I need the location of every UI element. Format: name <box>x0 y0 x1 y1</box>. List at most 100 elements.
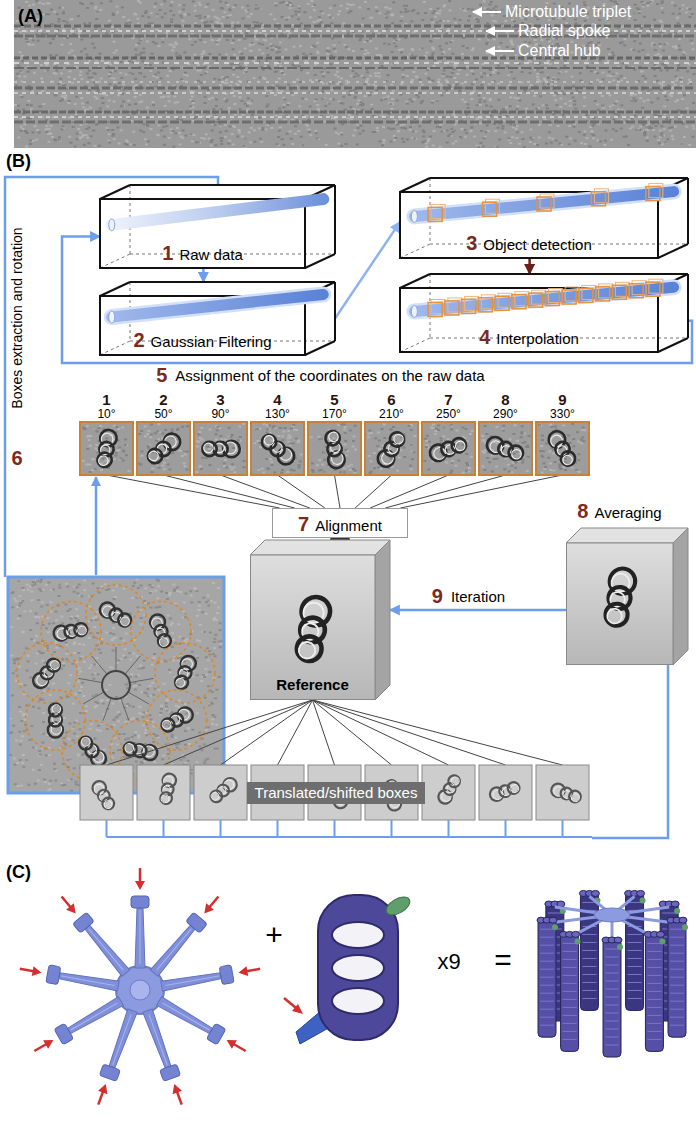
tubule-highlight <box>440 790 453 803</box>
subtomogram-image <box>365 422 418 475</box>
tubule <box>148 612 167 631</box>
label-row: 1Raw data <box>100 242 305 264</box>
extraction-arrow <box>95 477 98 575</box>
shifted-box <box>536 765 589 820</box>
red-arrow-head <box>66 903 79 916</box>
angle-label: 90° <box>211 407 229 421</box>
triplet-column <box>537 917 558 1037</box>
step-label: Alignment <box>315 517 382 535</box>
bracket-line <box>107 836 593 838</box>
column-body <box>645 933 663 1051</box>
column-top <box>679 917 687 923</box>
red-arrow-shaft <box>20 969 34 971</box>
column-body <box>561 933 579 1051</box>
tubule-highlight <box>552 785 564 797</box>
triplet-wall <box>318 895 398 1040</box>
filament-glow <box>414 287 673 311</box>
microtubule-stripe <box>14 121 696 124</box>
extraction-circle <box>86 585 146 645</box>
connector <box>370 475 448 508</box>
subtomogram-box: 4130° <box>251 392 304 475</box>
radial-spoke-model <box>55 891 133 979</box>
connector-label: Iteration <box>449 588 507 606</box>
red-arrow-shaft <box>139 868 142 882</box>
structure-label: Microtubule triplet <box>505 3 631 21</box>
filament-tube <box>112 199 324 225</box>
process-cube: 3Object detection <box>400 178 688 258</box>
detection-box <box>478 298 492 312</box>
spoke-head <box>160 1064 181 1081</box>
label-row: 8Averaging <box>566 500 673 522</box>
column-linker <box>640 897 646 903</box>
step-label: Boxes extraction and rotation <box>9 227 25 408</box>
spoke-ridge <box>163 1003 210 1030</box>
box-edge <box>687 274 689 338</box>
tubule <box>295 634 324 663</box>
radial-spoke-model <box>30 993 126 1059</box>
tubule-highlight <box>150 616 164 630</box>
red-arrow-shaft <box>62 897 71 908</box>
tomogram-noise <box>14 0 695 148</box>
red-arrow-head <box>200 903 213 916</box>
column-top <box>549 917 557 923</box>
connector <box>278 475 325 508</box>
subtomogram-box: 8290° <box>479 392 532 475</box>
subtomogram-box: 250° <box>137 392 190 475</box>
red-arrow-head <box>238 966 249 977</box>
column-top <box>656 931 664 937</box>
spoke-ridge <box>140 910 141 964</box>
tubule-highlight <box>571 793 581 803</box>
process-cube: 2Gaussian Filtering <box>100 282 335 355</box>
detection-box-back <box>548 289 562 303</box>
triplet-symbol <box>148 612 174 649</box>
red-arrow-shaft <box>246 969 260 971</box>
tubule <box>428 442 449 463</box>
radial-spoke-model <box>155 993 251 1059</box>
hidden-edge <box>400 338 430 352</box>
tubule-highlight <box>492 789 504 801</box>
triplet-symbol <box>95 429 118 469</box>
filament-end <box>411 305 417 317</box>
label-row: 4Interpolation <box>400 326 658 348</box>
tubule-highlight <box>432 446 447 461</box>
shifted-box <box>422 765 475 820</box>
connector <box>107 475 280 508</box>
connector <box>385 475 505 508</box>
detection-box <box>445 301 459 315</box>
tile-header: 250° <box>137 392 190 421</box>
tile-noise <box>253 423 302 473</box>
process-cube: 4Interpolation <box>400 274 688 352</box>
step-label: Gaussian Filtering <box>151 333 272 351</box>
connector-label: Assignment of the coordinates on the raw… <box>173 367 486 385</box>
tile-noise <box>82 425 131 472</box>
box-edge <box>400 178 430 192</box>
bracket-tick <box>334 820 336 837</box>
detection-box-back <box>615 282 629 296</box>
operator: + <box>265 919 283 951</box>
column-linker <box>682 924 688 930</box>
detection-box-back <box>649 184 663 198</box>
callout-number: 3 <box>216 392 224 407</box>
detection-box <box>462 299 476 313</box>
average-volume: 8Averaging <box>566 500 688 665</box>
tile-header: 5170° <box>308 392 361 421</box>
triplet-column <box>667 917 688 1037</box>
filament-tube <box>414 287 673 311</box>
tubule <box>567 789 582 804</box>
hidden-edge <box>100 254 130 268</box>
hub-top <box>594 908 630 922</box>
bracket-tick <box>448 820 450 837</box>
structure-label: Central hub <box>518 42 601 60</box>
callout-number: 1 <box>102 392 110 407</box>
detection-box-back <box>448 298 462 312</box>
red-arrow-head <box>43 1036 56 1049</box>
connector <box>164 475 295 508</box>
red-arrow-shaft <box>209 897 218 908</box>
box-edge <box>400 274 430 288</box>
callout-number: 8 <box>501 392 509 407</box>
tubule-highlight <box>49 659 61 671</box>
triplet-column <box>625 890 646 1010</box>
tubule <box>100 795 116 811</box>
tubule-highlight <box>204 443 213 452</box>
tile-noise <box>311 423 357 473</box>
